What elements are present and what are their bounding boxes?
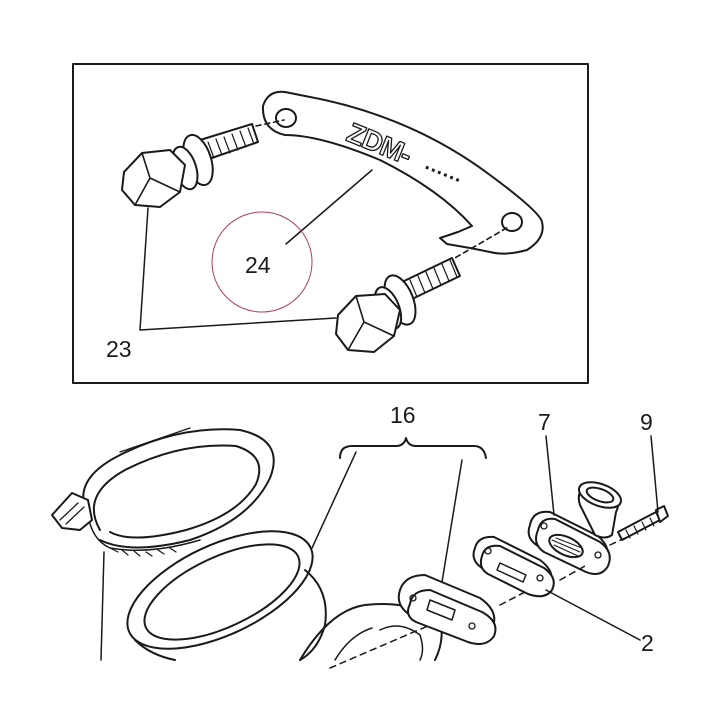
plate-hole-top [275,108,297,128]
callout-24: 24 [245,252,271,278]
hose-clamp-screw-housing [51,492,93,531]
screw-9 [617,505,669,541]
hose-clamp [51,427,275,661]
bolt-23-lower [335,257,461,353]
plate-hole-right [501,212,523,232]
flange-fitting-7 [527,481,623,575]
leader-clamp [100,551,105,661]
leader-16-b [441,459,463,583]
callout-23: 23 [106,336,132,362]
assembly-center-line [329,537,626,669]
reference-plate-24: ZDM- ...... [255,90,544,263]
leader-7 [545,435,555,516]
callout-16: 16 [390,402,416,428]
spacer-gasket [472,535,555,598]
callout-2: 2 [641,630,654,656]
callout-7: 7 [538,409,551,435]
intake-manifold-boot [126,530,443,661]
leader-16-a [311,451,357,549]
bracket-16 [339,437,487,459]
detail-inset-frame [72,63,589,384]
callout-24-highlight-circle [211,211,313,313]
leader-2 [545,589,641,641]
callout-9: 9 [640,409,653,435]
insulator-gasket-16 [397,574,497,645]
leader-24 [285,169,373,245]
leader-9 [650,435,659,513]
leader-23 [139,207,337,331]
bolt-23-upper-hex-head [121,149,186,208]
bolt-23-upper [121,123,259,208]
